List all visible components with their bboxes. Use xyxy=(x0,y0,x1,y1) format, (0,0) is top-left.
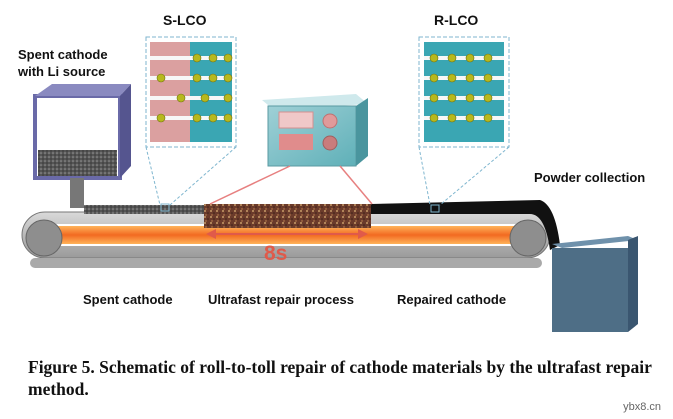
figure-caption: Figure 5. Schematic of roll-to-toll repa… xyxy=(28,357,652,399)
roller-right xyxy=(509,219,547,257)
roller-left xyxy=(25,219,63,257)
r-lco-label: R-LCO xyxy=(434,12,479,28)
time-label: 8s xyxy=(264,242,288,265)
time-arrow xyxy=(206,229,368,239)
heater-controller xyxy=(262,94,368,167)
spent-cathode-layer xyxy=(84,205,204,214)
r-lco-zoom xyxy=(418,36,510,213)
s-lco-label: S-LCO xyxy=(163,12,207,28)
watermark: ybx8.cn xyxy=(623,401,661,413)
powder-collection-label: Powder collection xyxy=(534,170,646,185)
repaired-cathode-label: Repaired cathode xyxy=(397,292,507,307)
spent-cathode-label: Spent cathode xyxy=(83,292,173,307)
repair-zone-material xyxy=(204,204,371,228)
repaired-cathode-layer xyxy=(371,200,560,250)
feed-hopper xyxy=(33,84,131,208)
s-lco-zoom xyxy=(145,36,237,212)
spent-cathode-source-label: Spent cathode with Li source xyxy=(18,47,108,79)
ultrafast-repair-label: Ultrafast repair process xyxy=(208,292,354,307)
conveyor-belt xyxy=(21,211,551,268)
collection-bin xyxy=(552,236,638,332)
